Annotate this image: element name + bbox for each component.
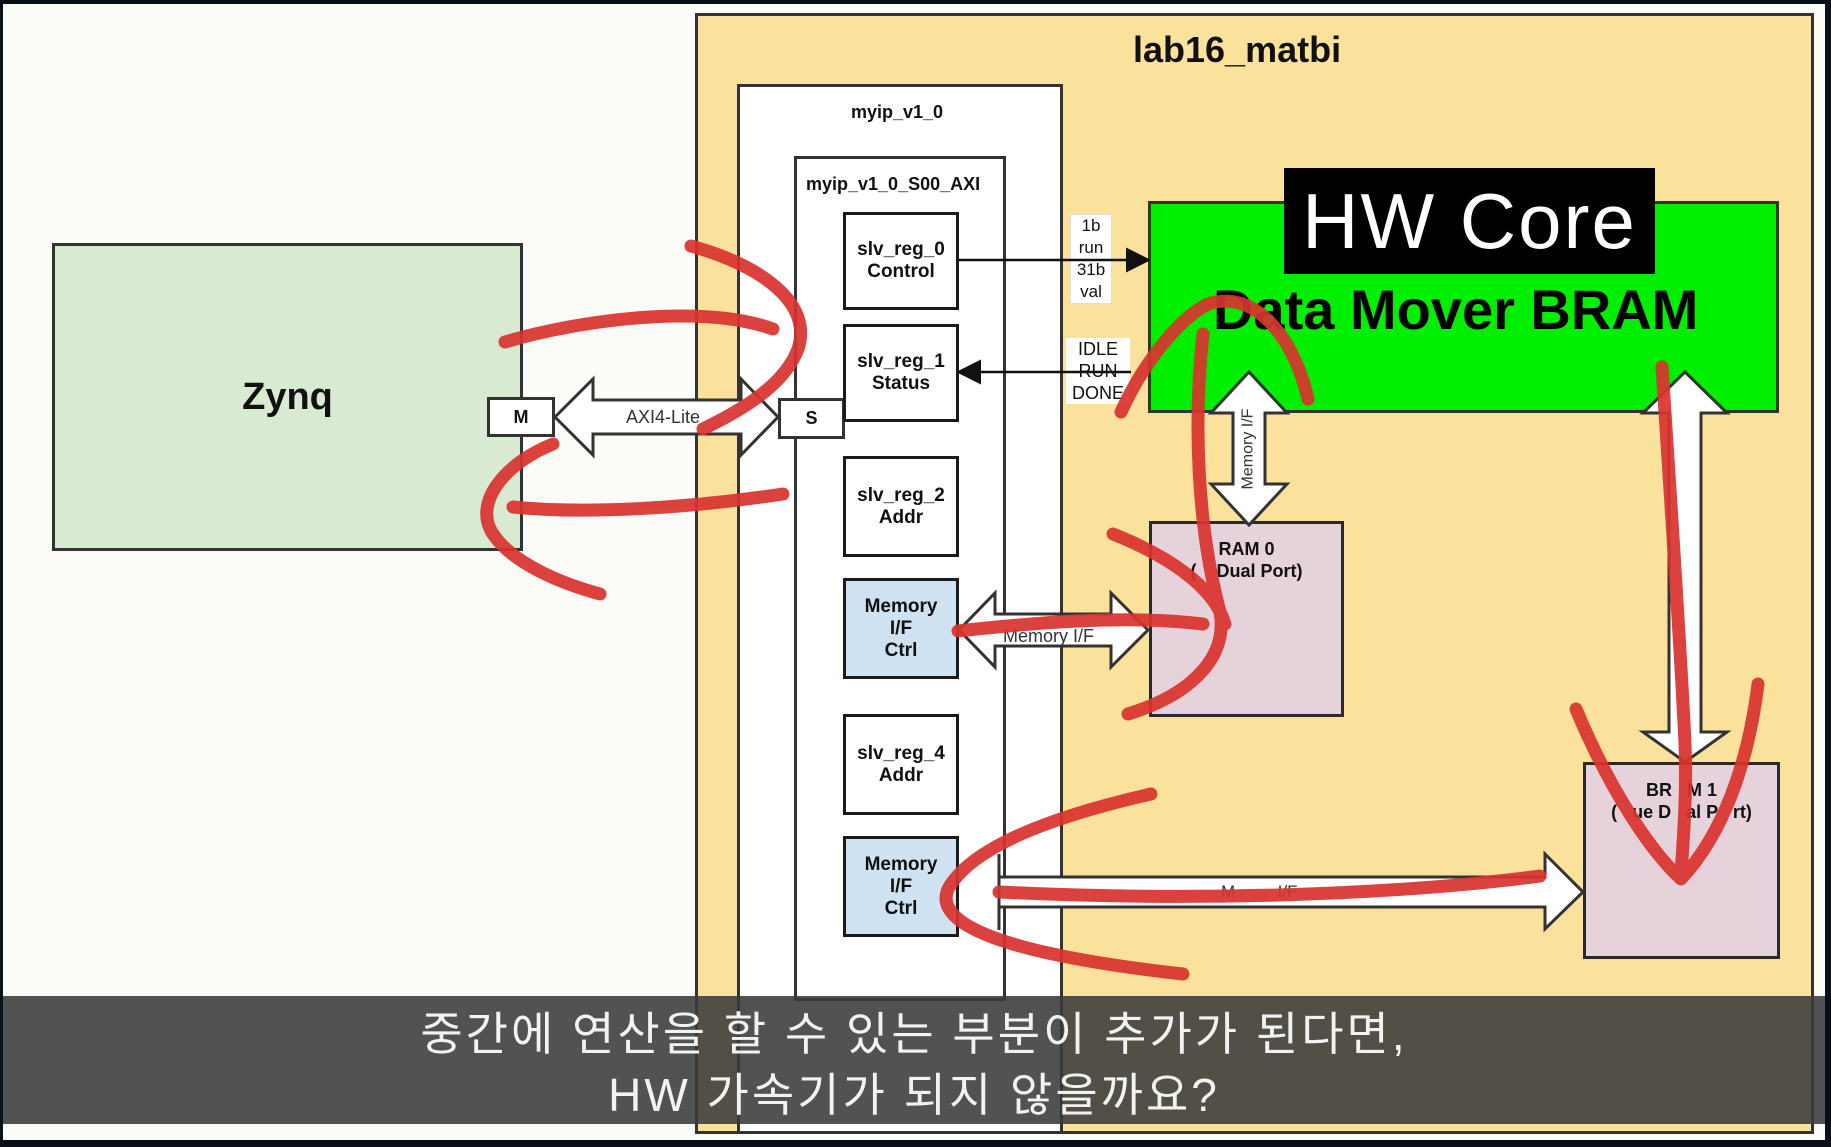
reg-name: slv_reg_4	[857, 742, 945, 764]
signal-label: val	[1080, 282, 1102, 301]
reg-desc: Status	[871, 373, 931, 394]
annotation-stroke	[1569, 677, 1765, 886]
red-annotations	[480, 239, 1765, 981]
axi-lite-arrow	[552, 375, 781, 459]
slv-reg-2: slv_reg_2 Addr	[843, 456, 959, 557]
memory-if-ctrl-0: Memory I/F Ctrl	[843, 578, 959, 679]
memory-if-label: Memory I/F	[1003, 626, 1095, 646]
signal-label: 31b	[1076, 260, 1106, 279]
annotation-stroke	[951, 613, 1210, 638]
myip-title: myip_v1_0	[851, 102, 944, 122]
master-port-label: M	[513, 406, 529, 427]
signal-label: run	[1078, 238, 1104, 257]
bram-0-sublabel: ( Dual Port)	[1190, 561, 1303, 581]
hw-core-badge: HW Core	[1284, 168, 1655, 274]
zynq-block: Zynq	[52, 243, 523, 551]
reg-desc2: Ctrl	[884, 897, 918, 919]
signal-label: IDLE	[1077, 339, 1119, 359]
zynq-master-port: M	[487, 397, 555, 437]
zynq-label: Zynq	[242, 375, 333, 418]
reg-name: Memory	[864, 853, 938, 875]
slv-reg-1: slv_reg_1 Status	[843, 324, 959, 422]
annotation-stroke	[684, 239, 808, 436]
slave-port-label: S	[805, 408, 818, 428]
annotation-stroke	[1121, 327, 1228, 721]
reg-desc: Addr	[878, 764, 924, 786]
annotation-stroke	[1655, 360, 1693, 881]
reg-desc: Control	[867, 261, 935, 282]
s00-axi-title: myip_v1_0_S00_AXI	[806, 174, 981, 194]
memory-if-ctrl-1: Memory I/F Ctrl	[843, 836, 959, 937]
lab-title: lab16_matbi	[1133, 29, 1342, 70]
axi-lite-label: AXI4-Lite	[626, 407, 701, 427]
slv-reg-4: slv_reg_4 Addr	[843, 714, 959, 815]
signal-label: DONE	[1071, 383, 1124, 403]
axi-slave-port: S	[778, 398, 845, 439]
reg-desc: Addr	[878, 506, 924, 528]
reg-name: slv_reg_2	[857, 484, 945, 506]
core-bram0-arrow	[1207, 369, 1291, 528]
reg-desc: I/F	[889, 875, 913, 897]
slv-reg-0: slv_reg_0 Control	[843, 212, 959, 310]
reg-desc2: Ctrl	[884, 639, 918, 661]
annotation-stroke	[498, 309, 780, 349]
subtitle-bar	[3, 996, 1825, 1124]
hw-core-badge-text: HW Core	[1302, 176, 1637, 265]
reg-name: slv_reg_0	[857, 239, 945, 260]
reg-name: Memory	[864, 595, 938, 617]
diagram-canvas: Zynq M lab16_matbi myip_v1_0 myip_v1_0_S…	[3, 4, 1825, 1140]
reg-name: slv_reg_1	[857, 351, 945, 372]
subtitle-line-1: 중간에 연산을 할 수 있는 부분이 추가가 된다면,	[420, 1008, 1408, 1060]
annotation-stroke	[939, 787, 1190, 981]
reg-desc: I/F	[889, 617, 913, 639]
annotation-stroke	[992, 869, 1547, 903]
annotation-stroke	[480, 437, 607, 601]
annotation-stroke	[1106, 527, 1232, 631]
bram-0-label: RAM 0	[1218, 539, 1275, 559]
subtitle-line-2: HW 가속기가 되지 않을까요?	[608, 1069, 1220, 1121]
annotation-stroke	[1114, 294, 1315, 419]
signal-label: 1b	[1081, 216, 1101, 235]
hw-core-title: Data Mover BRAM	[1213, 278, 1699, 341]
annotation-stroke	[506, 487, 790, 517]
ctrl0-bram0-arrow	[956, 589, 1151, 671]
